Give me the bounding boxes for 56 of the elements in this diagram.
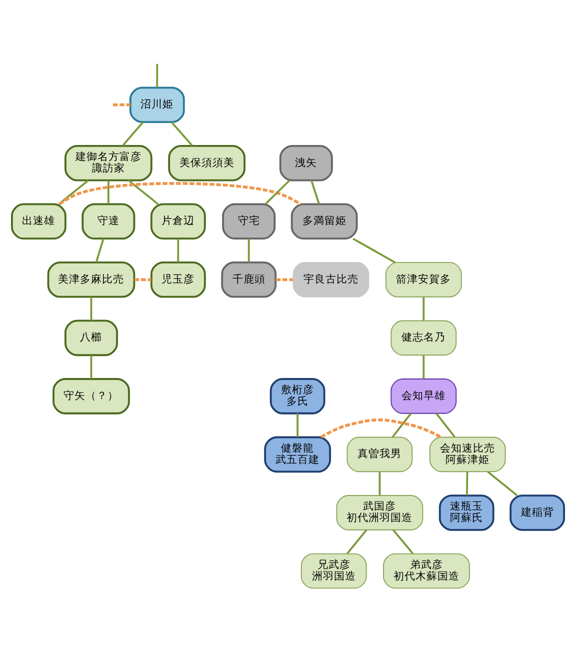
node-box: 宇良古比売: [292, 261, 370, 297]
connector: [90, 354, 92, 378]
connector: [112, 102, 130, 106]
connector: [128, 179, 159, 204]
node-box: 健志名乃: [390, 320, 457, 356]
connector: [90, 296, 92, 320]
node-box: 建御名方富彦 諏訪家: [64, 144, 152, 181]
node-box: 健磐龍 武五百建: [264, 436, 331, 472]
node-box: 会知速比売 阿蘇津姫: [429, 436, 506, 472]
node-box: 真曽我男: [346, 436, 413, 472]
connector: [170, 120, 194, 146]
connector: [248, 238, 250, 262]
connector: [107, 180, 110, 204]
connector: [422, 354, 425, 378]
node-box: 建稲背: [510, 494, 565, 530]
connector: [346, 528, 368, 554]
node-box: 箭津安賀多: [385, 261, 462, 297]
connector: [156, 63, 158, 87]
connector: [310, 180, 320, 204]
node-box: 兄武彦 洲羽国造: [300, 552, 367, 588]
node-box: 千鹿頭: [221, 261, 277, 298]
node-box: 守矢（？）: [52, 378, 130, 414]
connector: [392, 412, 412, 438]
node-box: 出速雄: [11, 202, 66, 240]
connector: [487, 470, 518, 496]
node-box: 片倉辺: [150, 202, 206, 240]
node-box: 弟武彦 初代木蘇国造: [383, 552, 470, 588]
connector: [276, 278, 294, 281]
connector: [95, 238, 104, 262]
connector: [436, 412, 456, 438]
node-box: 会知早雄: [390, 378, 457, 414]
node-box: 八櫛: [64, 319, 118, 356]
node-box: 美保須須美: [168, 144, 246, 181]
node-box: 守達: [82, 202, 136, 240]
connector: [422, 296, 425, 320]
connector: [122, 120, 144, 146]
node-box: 武国彦 初代洲羽国造: [336, 494, 424, 530]
connector: [58, 182, 302, 205]
node-box: 敷桁彦 多氏: [270, 378, 326, 414]
connector: [392, 528, 414, 554]
node-box: 洩矢: [279, 144, 333, 181]
connector: [378, 471, 381, 495]
connector: [466, 471, 468, 495]
node-box: 多満留姫: [290, 202, 358, 240]
connector: [58, 179, 89, 204]
node-box: 守宅: [222, 202, 276, 240]
connector: [264, 179, 290, 204]
node-box: 美津多麻比売: [47, 261, 136, 298]
node-box: 沼川姫: [129, 86, 185, 122]
connector: [296, 412, 298, 437]
node-box: 速瓶玉 阿蘇氏: [438, 494, 494, 530]
connector: [320, 418, 442, 438]
connector: [134, 278, 152, 281]
connector: [352, 237, 396, 263]
node-box: 児玉彦: [150, 261, 206, 298]
connector: [177, 238, 180, 262]
